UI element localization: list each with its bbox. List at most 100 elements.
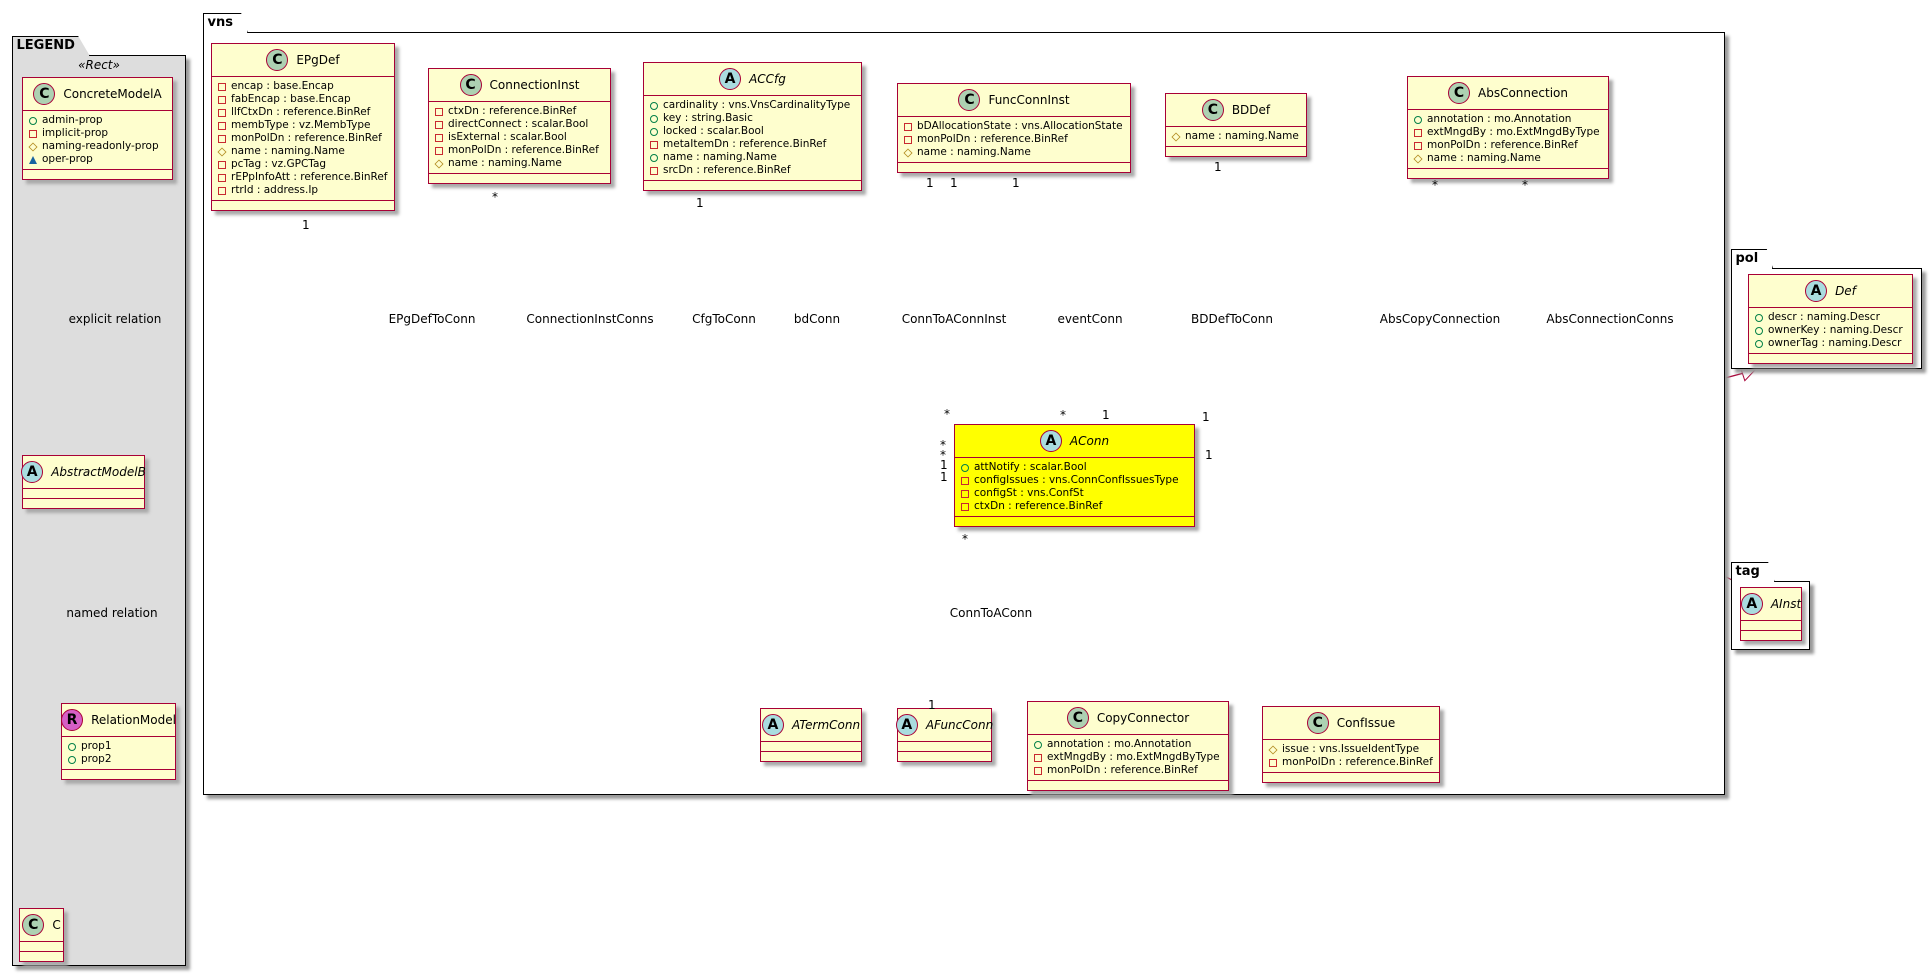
private-square-icon xyxy=(218,121,226,130)
class-spot-icon: C xyxy=(1066,707,1089,729)
public-circle-icon xyxy=(961,463,969,472)
attribute-text: issue : vns.IssueIdentType xyxy=(1282,743,1420,755)
private-square-icon xyxy=(1269,758,1277,767)
class-name: ATermConn xyxy=(791,718,861,732)
public-circle-icon xyxy=(1755,326,1763,335)
relation-label: explicit relation xyxy=(68,312,162,326)
attribute: annotation : mo.Annotation xyxy=(1414,113,1602,126)
vns-package-tab: vns xyxy=(202,13,248,33)
attribute: attNotify : scalar.Bool xyxy=(961,461,1188,474)
private-square-icon xyxy=(218,173,226,182)
protected-diamond-icon xyxy=(1171,131,1181,142)
relation-label: ConnectionInstConns xyxy=(526,312,654,326)
pol-package-tab: pol xyxy=(1730,249,1774,269)
relation-label: bdConn xyxy=(793,312,841,326)
private-square-icon xyxy=(961,476,969,485)
attribute: srcDn : reference.BinRef xyxy=(650,164,855,177)
private-square-icon xyxy=(218,160,226,169)
target-multiplicity: 1 xyxy=(940,470,948,484)
class-spot-icon: C xyxy=(266,49,289,71)
target-multiplicity: * xyxy=(1060,408,1066,422)
public-circle-icon xyxy=(68,755,76,764)
attribute-text: ctxDn : reference.BinRef xyxy=(448,105,577,117)
target-multiplicity: 1 xyxy=(1202,410,1210,424)
class-operations xyxy=(1263,773,1439,782)
attribute: monPolDn : reference.BinRef xyxy=(218,132,388,145)
private-square-icon xyxy=(29,129,37,138)
source-multiplicity: 1 xyxy=(926,176,934,190)
relation-label: named relation xyxy=(66,606,158,620)
attribute-text: monPolDn : reference.BinRef xyxy=(448,144,599,156)
attribute-text: cardinality : vns.VnsCardinalityType xyxy=(663,99,851,111)
attribute: cardinality : vns.VnsCardinalityType xyxy=(650,99,855,112)
attribute-text: key : string.Basic xyxy=(663,112,753,124)
class-attributes xyxy=(20,942,63,952)
public-circle-icon xyxy=(1755,339,1763,348)
class-operations xyxy=(761,752,861,761)
class-operations xyxy=(20,952,63,961)
attribute-text: locked : scalar.Bool xyxy=(663,125,764,137)
abstract-spot-icon: A xyxy=(1805,280,1828,302)
attribute-text: name : naming.Name xyxy=(663,151,777,163)
public-circle-icon xyxy=(1755,313,1763,322)
private-square-icon xyxy=(435,146,443,155)
attribute-text: annotation : mo.Annotation xyxy=(1047,738,1192,750)
attribute-text: monPolDn : reference.BinRef xyxy=(1282,756,1433,768)
public-circle-icon xyxy=(650,153,658,162)
attribute-text: configIssues : vns.ConnConfIssuesType xyxy=(974,474,1179,486)
attribute-text: ownerKey : naming.Descr xyxy=(1768,324,1903,336)
attribute-text: encap : base.Encap xyxy=(231,80,334,92)
attribute-text: name : naming.Name xyxy=(231,145,345,157)
attribute-text: admin-prop xyxy=(42,114,103,126)
public-circle-icon xyxy=(650,127,658,136)
private-square-icon xyxy=(218,95,226,104)
relation-label: AbsCopyConnection xyxy=(1379,312,1501,326)
attribute-text: monPolDn : reference.BinRef xyxy=(1047,764,1198,776)
class-name: AInst xyxy=(1770,597,1802,611)
legend-package: LEGEND «Rect» xyxy=(11,36,186,966)
public-circle-icon xyxy=(1414,115,1422,124)
public-circle-icon xyxy=(650,101,658,110)
relation-label: CfgToConn xyxy=(692,312,756,326)
protected-diamond-icon xyxy=(434,158,444,169)
attribute: fabEncap : base.Encap xyxy=(218,93,388,106)
protected-diamond-icon xyxy=(903,147,913,158)
attribute-text: ctxDn : reference.BinRef xyxy=(974,500,1103,512)
attribute: issue : vns.IssueIdentType xyxy=(1268,743,1433,756)
attribute: name : naming.Name xyxy=(434,157,604,170)
source-multiplicity: 1 xyxy=(950,176,958,190)
class-name: AbsConnection xyxy=(1478,86,1568,100)
attribute: configSt : vns.ConfSt xyxy=(961,487,1188,500)
abstract-spot-icon: A xyxy=(719,68,742,90)
attribute: ctxDn : reference.BinRef xyxy=(961,500,1188,513)
class-name: AbstractModelB xyxy=(51,465,146,479)
